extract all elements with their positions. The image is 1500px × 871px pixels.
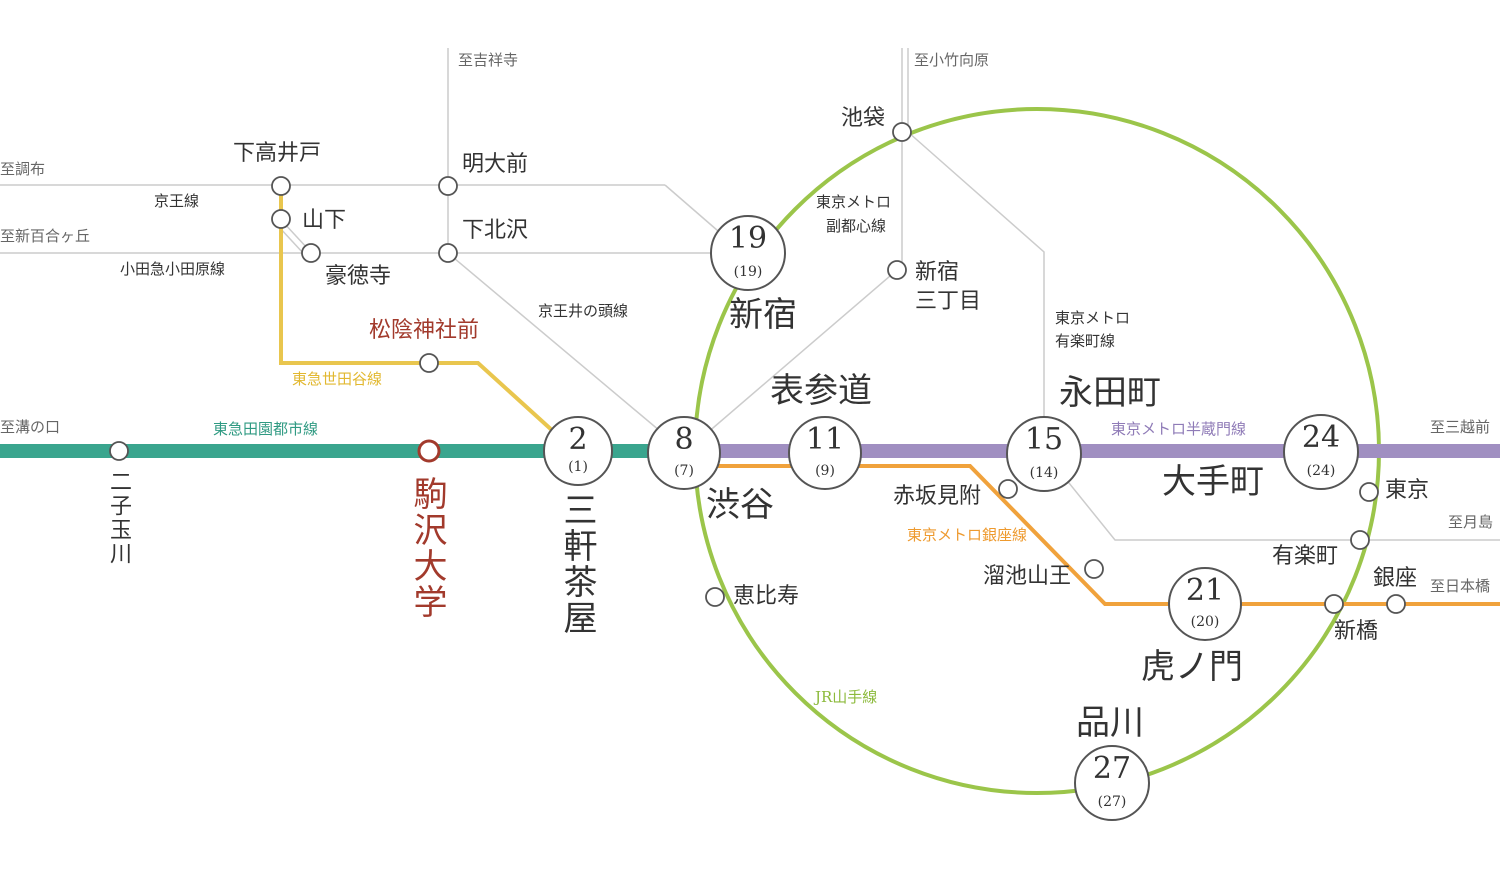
station-ginza[interactable]: 銀座 — [1373, 566, 1418, 591]
station-omotesando[interactable]: 表参道 — [770, 371, 872, 411]
direction-mitsukoshimae: 至三越前 — [1430, 418, 1491, 436]
marker-shimotakaido[interactable] — [271, 176, 291, 196]
travel-time-minutes: 24 — [1301, 420, 1341, 455]
station-shimokitazawa[interactable]: 下北沢 — [462, 218, 529, 243]
travel-time-sub: (1) — [568, 459, 588, 475]
direction-chofu: 至調布 — [0, 160, 46, 178]
marker-futakotamagawa[interactable] — [109, 441, 129, 461]
travel-time-shinjuku[interactable]: 19 (19) — [710, 215, 786, 291]
station-toranomon[interactable]: 虎ノ門 — [1141, 647, 1243, 687]
travel-time-minutes: 2 — [568, 422, 588, 457]
line-label-odakyu: 小田急小田原線 — [120, 260, 226, 278]
station-ebisu[interactable]: 恵比寿 — [733, 584, 800, 609]
marker-ebisu[interactable] — [705, 587, 725, 607]
direction-mizonokuchi: 至溝の口 — [0, 418, 61, 436]
direction-tsukishima: 至月島 — [1448, 513, 1494, 531]
line-label-hanzomon: 東京メトロ半蔵門線 — [1111, 420, 1247, 438]
station-otemachi[interactable]: 大手町 — [1162, 462, 1264, 502]
marker-meidaimae[interactable] — [438, 176, 458, 196]
marker-tokyo[interactable] — [1359, 482, 1379, 502]
station-futakotamagawa[interactable]: 二子玉川 — [106, 470, 131, 566]
station-sangenjaya[interactable]: 三軒茶屋 — [557, 492, 597, 636]
marker-yurakucho[interactable] — [1350, 530, 1370, 550]
travel-time-minutes: 11 — [805, 422, 845, 457]
line-label-yurakucho-1: 東京メトロ — [1055, 309, 1131, 327]
travel-time-sub: (9) — [815, 463, 835, 479]
marker-yamashita[interactable] — [271, 209, 291, 229]
station-tameikesanno[interactable]: 溜池山王 — [983, 564, 1072, 589]
travel-time-sub: (24) — [1306, 463, 1336, 479]
station-shoinjinjamae[interactable]: 松陰神社前 — [369, 318, 480, 343]
station-shinjuku[interactable]: 新宿 — [729, 295, 797, 335]
station-shinjuku-sanchome-2[interactable]: 三丁目 — [915, 289, 982, 314]
station-shimotakaido[interactable]: 下高井戸 — [233, 141, 322, 166]
travel-time-nagatacho[interactable]: 15 (14) — [1006, 416, 1082, 492]
direction-nihonbashi: 至日本橋 — [1430, 577, 1491, 595]
marker-shinjuku3[interactable] — [887, 260, 907, 280]
line-label-yamanote: JR山手線 — [815, 688, 878, 706]
travel-time-sangenjaya[interactable]: 2 (1) — [543, 416, 613, 486]
station-tokyo[interactable]: 東京 — [1385, 478, 1430, 503]
station-markers — [109, 122, 1406, 614]
station-shinagawa[interactable]: 品川 — [1076, 703, 1144, 743]
station-ikebukuro[interactable]: 池袋 — [841, 106, 886, 131]
marker-shoinjinjamae[interactable] — [419, 353, 439, 373]
travel-time-minutes: 21 — [1185, 573, 1225, 608]
station-gotokuji[interactable]: 豪徳寺 — [325, 264, 392, 289]
line-label-den-en-toshi: 東急田園都市線 — [213, 420, 319, 438]
direction-kichijoji: 至吉祥寺 — [458, 51, 519, 69]
travel-time-omotesando[interactable]: 11 (9) — [788, 416, 862, 490]
station-meidaimae[interactable]: 明大前 — [462, 152, 529, 177]
station-akasakamitsuke[interactable]: 赤坂見附 — [893, 484, 982, 509]
marker-tameikesanno[interactable] — [1084, 559, 1104, 579]
station-yamashita[interactable]: 山下 — [302, 208, 347, 233]
station-shibuya[interactable]: 渋谷 — [706, 485, 774, 525]
station-shinjuku-sanchome-1[interactable]: 新宿 — [915, 260, 960, 285]
direction-shinyurigaoka: 至新百合ヶ丘 — [0, 227, 91, 245]
marker-akasakamitsuke[interactable] — [998, 479, 1018, 499]
station-yurakucho[interactable]: 有楽町 — [1272, 544, 1339, 569]
fukutoshin-diag — [684, 269, 898, 453]
travel-time-shibuya[interactable]: 8 (7) — [647, 416, 721, 490]
line-label-inokashira: 京王井の頭線 — [538, 302, 629, 320]
station-komazawa-daigaku[interactable]: 駒沢大学 — [407, 476, 447, 620]
setagaya-line — [279, 186, 578, 454]
travel-time-sub: (19) — [733, 264, 763, 280]
marker-ikebukuro[interactable] — [892, 122, 912, 142]
line-label-setagaya: 東急世田谷線 — [292, 370, 383, 388]
travel-time-sub: (14) — [1029, 465, 1059, 481]
travel-time-sub: (27) — [1097, 794, 1127, 810]
travel-time-minutes: 15 — [1024, 422, 1064, 457]
inokashira-line — [447, 252, 686, 453]
marker-komazawa-daigaku[interactable] — [417, 439, 441, 463]
line-label-keio: 京王線 — [154, 192, 200, 210]
marker-ginza[interactable] — [1386, 594, 1406, 614]
travel-time-otemachi[interactable]: 24 (24) — [1283, 414, 1359, 490]
line-label-yurakucho-2: 有楽町線 — [1055, 332, 1116, 350]
marker-gotokuji[interactable] — [301, 243, 321, 263]
station-nagatacho[interactable]: 永田町 — [1059, 373, 1161, 413]
travel-time-minutes: 19 — [728, 221, 768, 256]
travel-time-sub: (7) — [674, 463, 694, 479]
travel-time-sub: (20) — [1190, 614, 1220, 630]
line-label-fukutoshin-1: 東京メトロ — [816, 193, 892, 211]
setagaya-double-2 — [278, 226, 305, 255]
marker-shimokitazawa[interactable] — [438, 243, 458, 263]
travel-time-minutes: 27 — [1092, 751, 1132, 786]
line-label-fukutoshin-2: 副都心線 — [826, 217, 887, 235]
station-shimbashi[interactable]: 新橋 — [1334, 619, 1379, 644]
travel-time-toranomon[interactable]: 21 (20) — [1168, 567, 1242, 641]
line-label-ginza: 東京メトロ銀座線 — [907, 526, 1028, 544]
direction-kotakemukaihara: 至小竹向原 — [914, 51, 990, 69]
travel-time-minutes: 8 — [674, 422, 694, 457]
marker-shimbashi[interactable] — [1324, 594, 1344, 614]
travel-time-shinagawa[interactable]: 27 (27) — [1074, 745, 1150, 821]
